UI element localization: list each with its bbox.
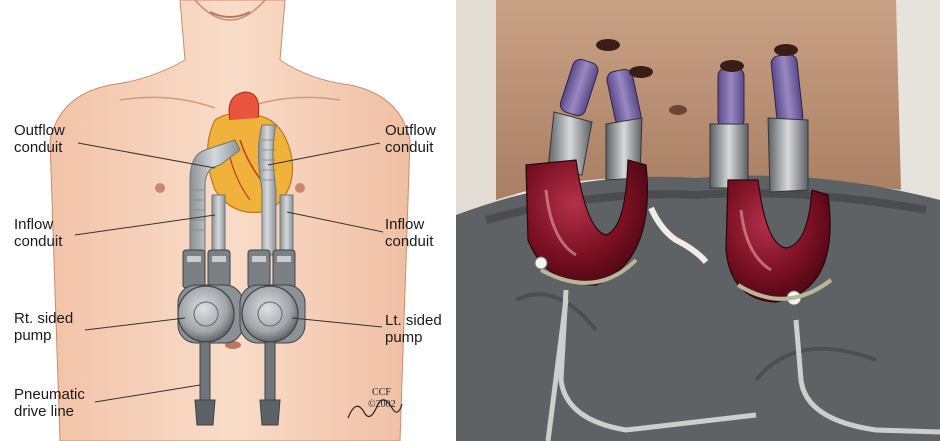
- label-inflow-conduit-right: Inflow conduit: [385, 216, 433, 250]
- label-lt-sided-pump: Lt. sided pump: [385, 312, 442, 346]
- credit-org: CCF: [372, 387, 391, 398]
- label-inflow-conduit-left: Inflow conduit: [14, 216, 62, 250]
- rt-pump: [178, 286, 234, 342]
- lt-pump: [242, 286, 298, 342]
- inflow-conduit-right: [280, 195, 293, 255]
- drive-line-left: [265, 342, 275, 402]
- label-outflow-conduit-left: Outflow conduit: [14, 122, 65, 156]
- torso: [50, 0, 410, 441]
- label-rt-sided-pump: Rt. sided pump: [14, 310, 73, 344]
- credit-copyright: ©2002: [368, 399, 396, 410]
- label-pneumatic-drive-line: Pneumatic drive line: [14, 386, 85, 420]
- patient-photo: [456, 0, 940, 441]
- photo-panel: [456, 0, 940, 441]
- illustration-panel: Outflow conduit Outflow conduit Inflow c…: [0, 0, 456, 441]
- inflow-conduit-left: [212, 195, 225, 255]
- drive-line-right: [200, 342, 210, 402]
- label-outflow-conduit-right: Outflow conduit: [385, 122, 436, 156]
